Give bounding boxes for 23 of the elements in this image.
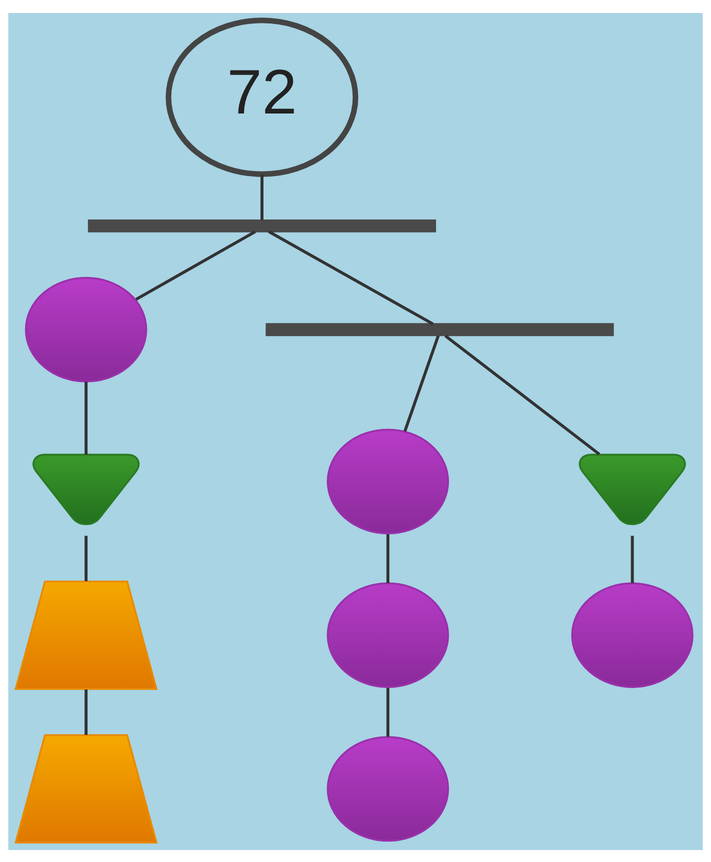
connector <box>403 334 440 432</box>
connector <box>84 381 88 454</box>
connector <box>84 689 88 734</box>
node-heart <box>578 453 686 525</box>
node-trapezoid <box>14 734 158 844</box>
node-ellipse <box>326 428 450 534</box>
connector <box>135 230 256 300</box>
connector <box>386 534 390 583</box>
node-ellipse <box>326 582 450 688</box>
node-bar <box>88 218 436 232</box>
connector <box>260 174 264 220</box>
connector <box>386 687 390 736</box>
node-ellipse <box>571 582 694 688</box>
node-ellipse <box>24 276 148 382</box>
node-ellipse: 72 <box>166 17 358 176</box>
connector <box>444 334 600 455</box>
node-trapezoid <box>14 580 158 690</box>
connector <box>630 535 634 583</box>
connector <box>268 230 434 325</box>
node-ellipse <box>326 736 450 842</box>
connector <box>84 535 88 581</box>
node-heart <box>32 453 140 525</box>
node-bar <box>266 322 614 336</box>
